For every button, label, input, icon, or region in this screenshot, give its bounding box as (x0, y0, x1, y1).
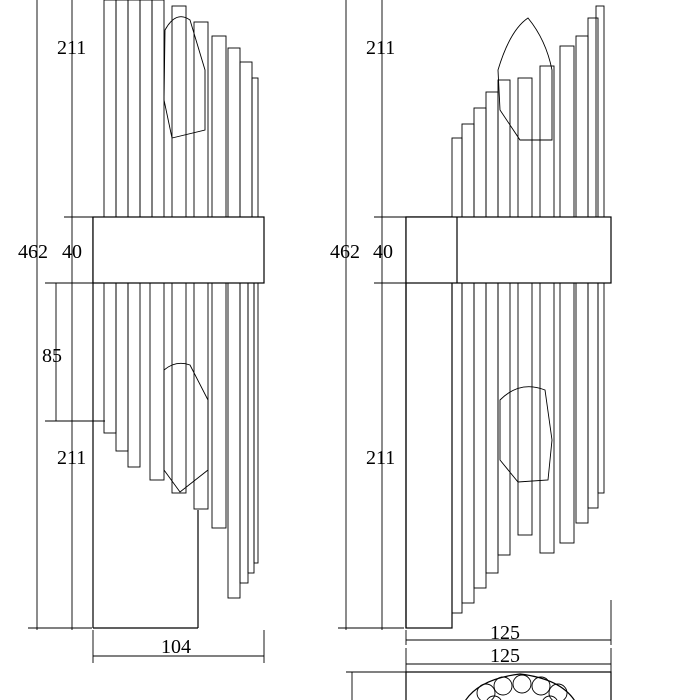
top-dim-width-label: 125 (490, 645, 520, 667)
top-rod-circles (476, 674, 568, 700)
side-rods-bottom (103, 282, 259, 599)
front-dim-top-label: 211 (366, 37, 395, 59)
top-view: 125 (346, 645, 612, 700)
top-plate (405, 671, 612, 700)
side-dim-band-label: 40 (62, 241, 82, 263)
front-dim-width-label: 125 (490, 622, 520, 644)
side-dim-offset-label: 85 (42, 345, 62, 367)
front-dim-bottom-label: 211 (366, 447, 395, 469)
front-band (405, 216, 612, 284)
side-dim-width-label: 104 (161, 636, 191, 658)
front-rods-bottom (451, 282, 605, 614)
front-rods-top (451, 5, 605, 218)
side-band (92, 216, 265, 284)
top-dome (465, 673, 575, 700)
front-dim-band-label: 40 (373, 241, 393, 263)
side-rods-top (103, 0, 259, 218)
front-dim-total-label: 462 (330, 241, 360, 263)
side-dim-total-label: 462 (18, 241, 48, 263)
side-dim-bottom-label: 211 (57, 447, 86, 469)
side-view: 211 462 40 85 211 104 (18, 0, 265, 663)
side-dim-top-label: 211 (57, 37, 86, 59)
front-view: 211 462 40 211 125 (330, 0, 612, 645)
